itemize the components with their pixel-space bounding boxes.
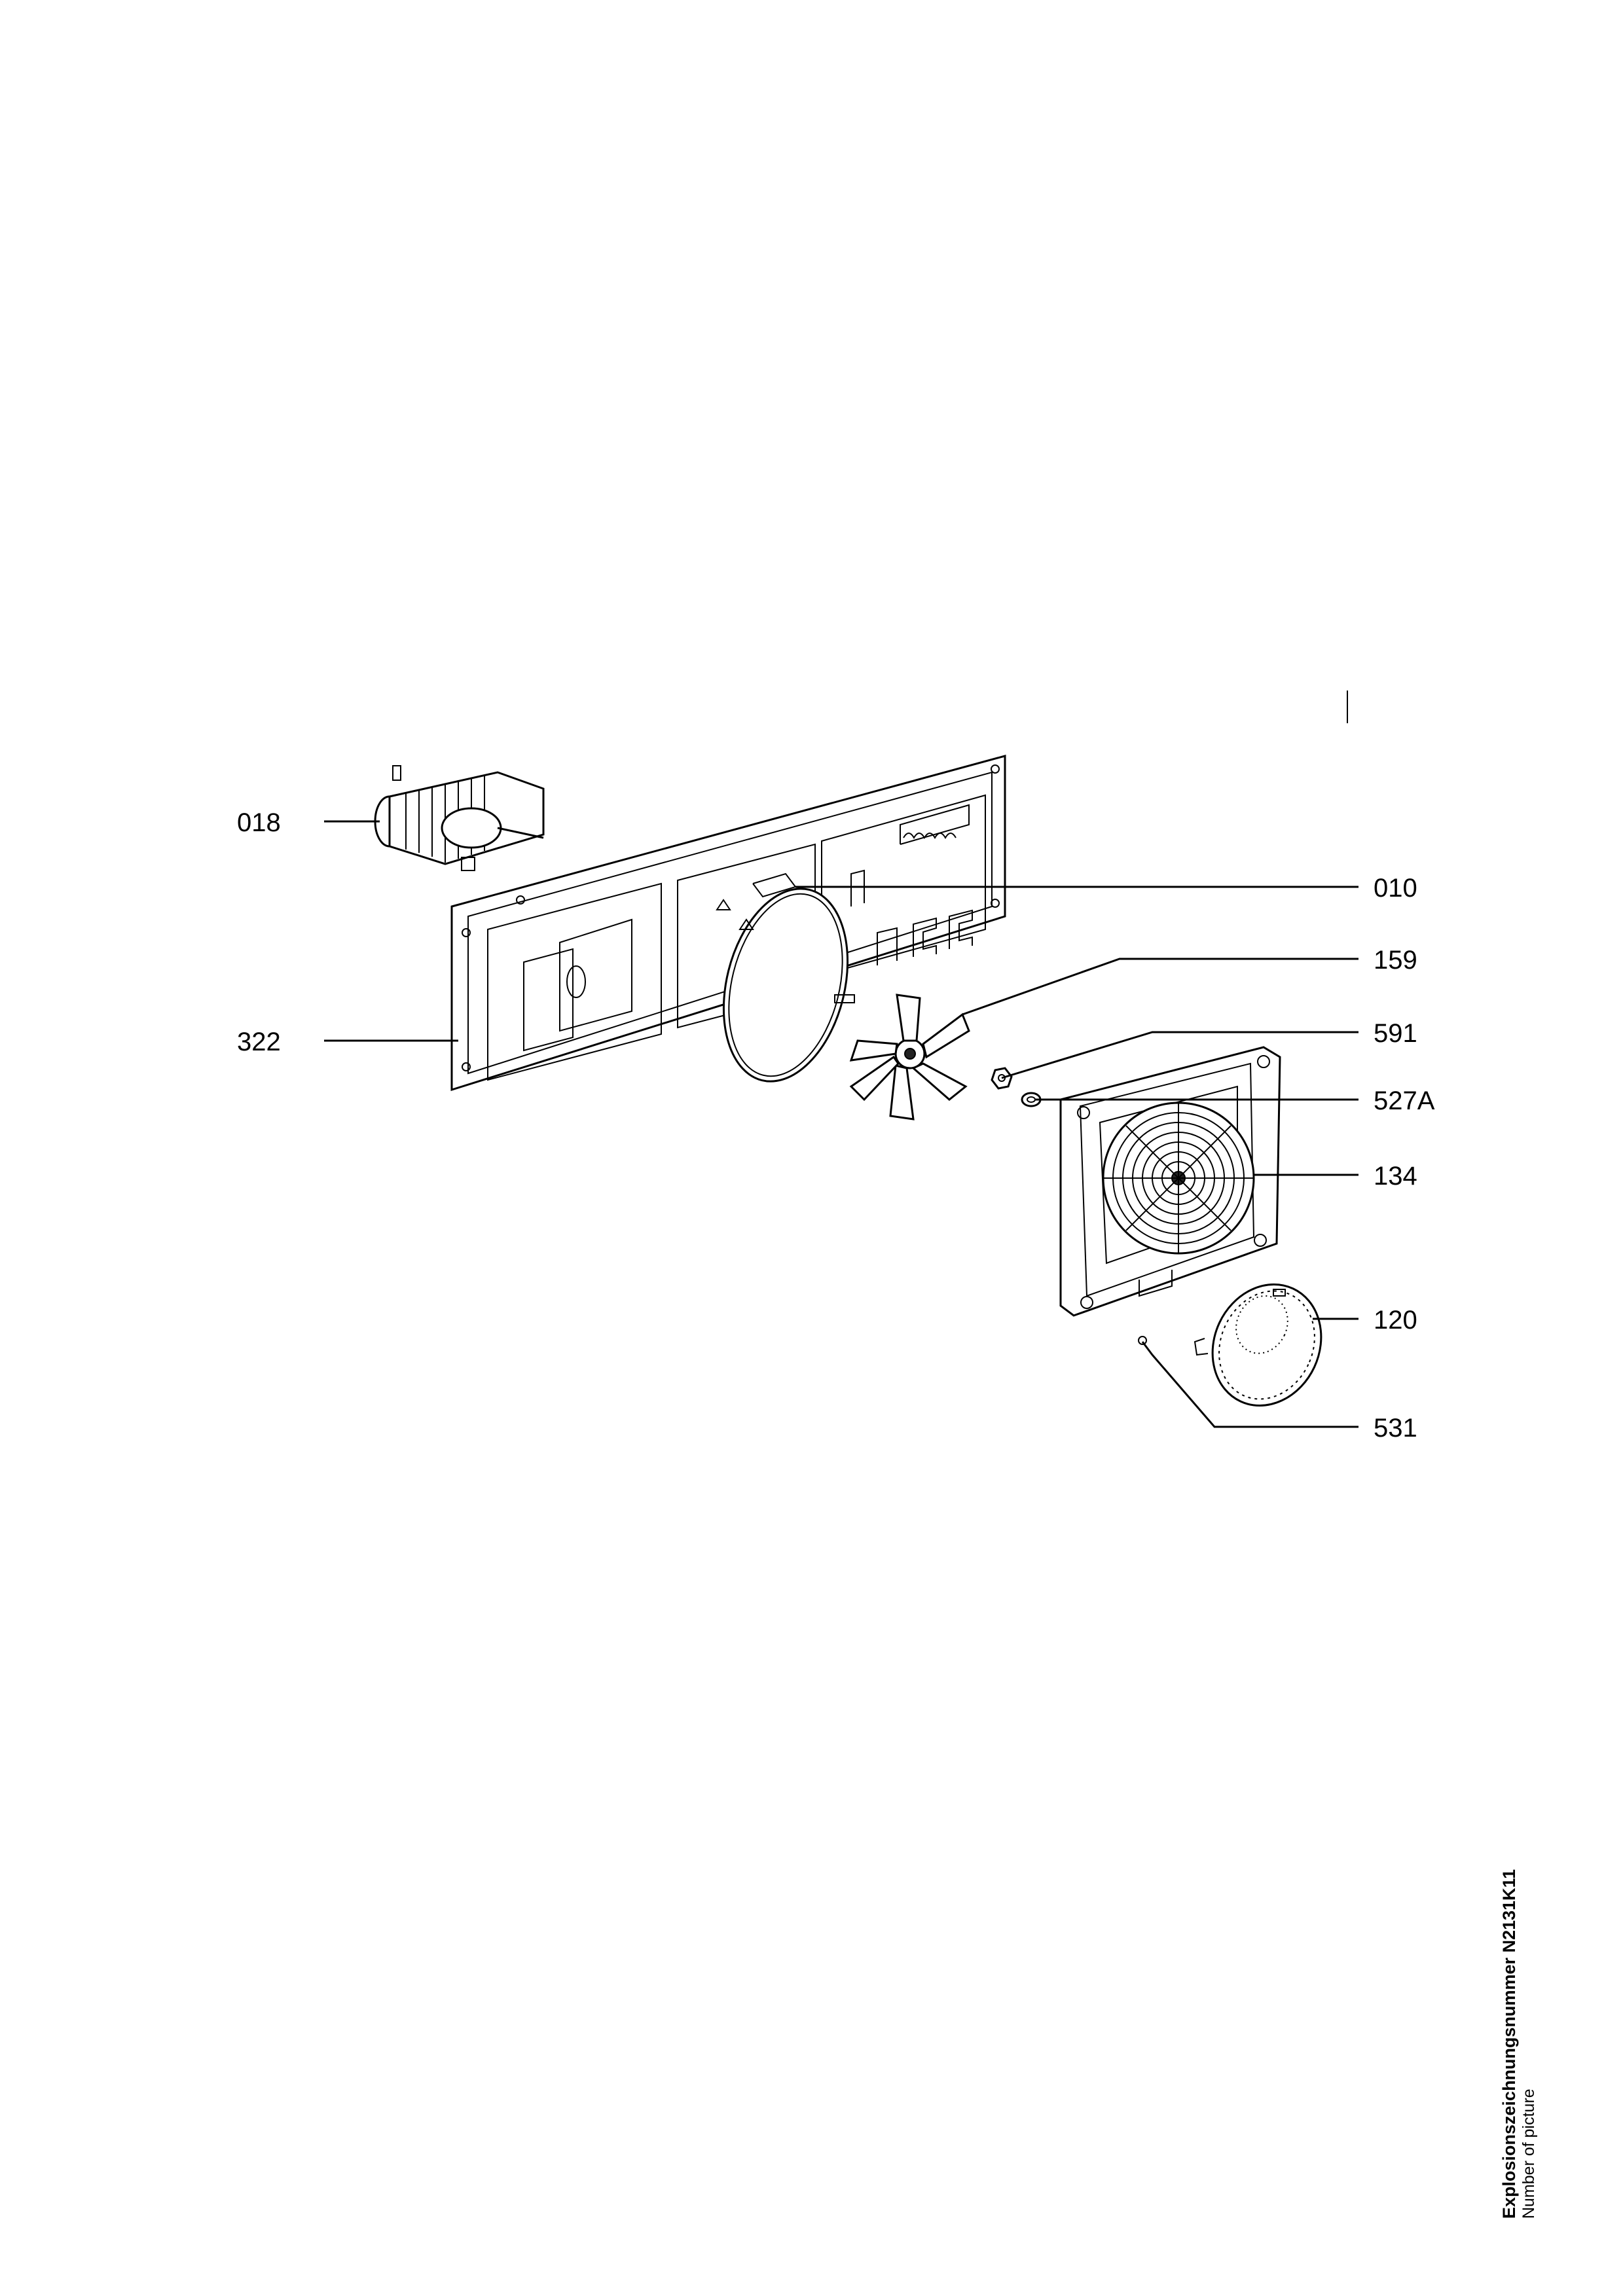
heating-element-010 xyxy=(716,872,855,1083)
fan-impeller-159 xyxy=(849,994,970,1121)
callout-322: 322 xyxy=(237,1028,281,1056)
callout-120: 120 xyxy=(1374,1306,1417,1335)
lamp-cover-120 xyxy=(1194,1283,1322,1407)
nut-591 xyxy=(991,1067,1013,1090)
caption-subtitle: Number of picture xyxy=(1520,2089,1538,2219)
callout-591: 591 xyxy=(1374,1019,1417,1048)
washer-527A xyxy=(1021,1092,1042,1107)
fan-cover-134 xyxy=(1059,1046,1281,1317)
back-panel-322 xyxy=(450,755,1006,1092)
leader-591 xyxy=(1001,1031,1359,1079)
callout-531: 531 xyxy=(1374,1414,1417,1443)
callout-018: 018 xyxy=(237,808,281,837)
screw-531 xyxy=(1138,1336,1154,1355)
motor-018 xyxy=(374,765,545,871)
caption-title: Explosionszeichnungsnummer N2131K11 xyxy=(1499,1869,1519,2219)
leader-159 xyxy=(962,958,1359,1016)
callout-134: 134 xyxy=(1374,1162,1417,1191)
callout-159: 159 xyxy=(1374,946,1417,975)
callout-527A: 527A xyxy=(1374,1086,1435,1115)
picture-number-caption: Explosionszeichnungsnummer N2131K11 Numb… xyxy=(1499,1826,1565,2219)
callout-010: 010 xyxy=(1374,874,1417,903)
leader-531 xyxy=(1151,1354,1359,1428)
